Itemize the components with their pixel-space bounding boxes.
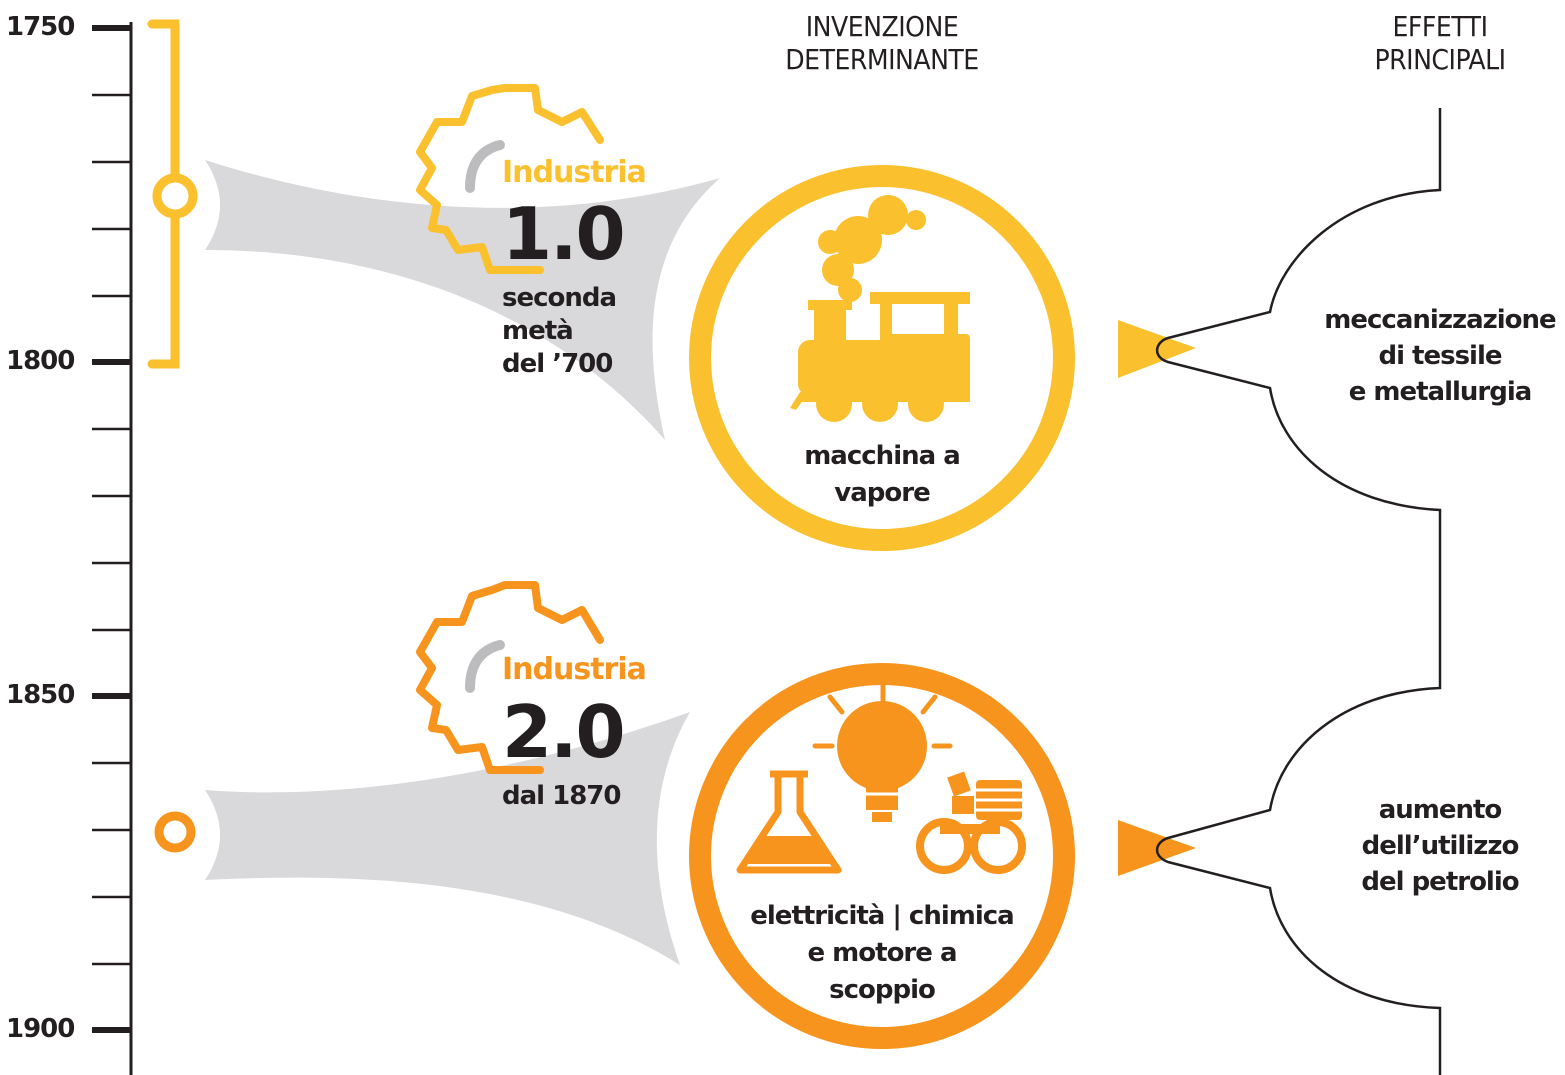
year-label: 1850 [6,680,75,710]
industry2-period: dal 1870 [502,781,621,811]
industry1-timeline-marker [152,173,198,219]
industry2-timeline-marker [154,811,196,853]
industry1-label: Industria [502,155,647,190]
industry1-period: seconda metà del ’700 [502,283,617,379]
industry2-effect: aumento dell’utilizzo del petrolio [1361,795,1519,897]
industry1-effect: meccanizzazione di tessile e metallurgia [1324,305,1556,407]
engine-icon [916,771,1026,874]
steam-locomotive-icon [790,195,970,422]
industry2-invention-caption: elettricità | chimica e motore a scoppio [750,901,1014,1005]
industry1-gear-icon [416,84,604,274]
industry2-flow-shape [205,712,690,965]
industry1-number: 1.0 [502,192,626,276]
timeline-axis [92,22,133,1075]
light-bulb-icon [812,680,953,822]
industry2-gear-icon [416,581,604,774]
industry2-label: Industria [502,652,647,687]
invention-column-header: INVENZIONE DETERMINANTE [785,10,979,76]
industry2-number: 2.0 [502,690,626,774]
industry1-invention-caption: macchina a vapore [804,441,961,508]
year-label: 1900 [6,1014,75,1044]
year-label: 1800 [6,346,75,376]
industry2-invention-circle [689,663,1075,1049]
year-label: 1750 [6,12,75,42]
industry1-flow-shape [205,160,720,440]
effects-column-header: EFFETTI PRINCIPALI [1374,10,1506,76]
flask-icon [736,770,842,874]
effects-connector-line [1155,108,1442,1075]
